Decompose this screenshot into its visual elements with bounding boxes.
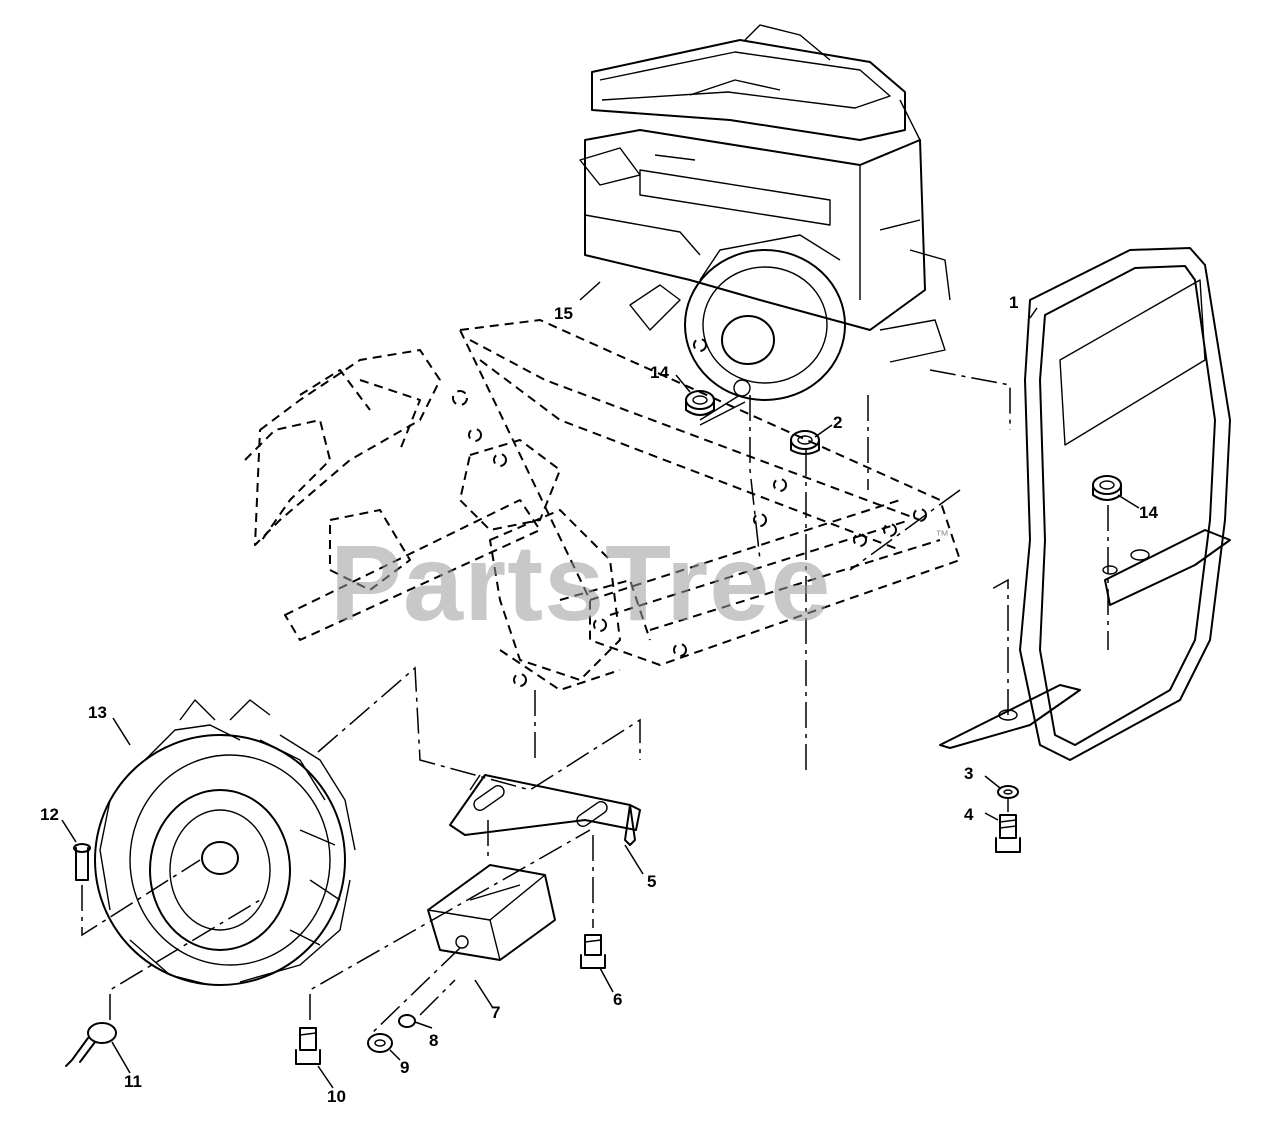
callout-part-10: 10 xyxy=(327,1087,346,1106)
callout-part-6: 6 xyxy=(613,990,622,1009)
callout-part-1: 1 xyxy=(1009,293,1018,312)
engine-drawing xyxy=(579,24,951,426)
callout-part-13: 13 xyxy=(88,703,107,722)
leader-lines xyxy=(61,281,1140,1089)
callout-part-5: 5 xyxy=(647,872,656,891)
flange-nut-drawing xyxy=(685,390,1122,501)
callout-labels: 1 2 3 4 5 6 7 8 9 10 11 12 13 14 14 15 xyxy=(40,293,1158,1106)
callout-part-9: 9 xyxy=(400,1058,409,1077)
callout-part-15: 15 xyxy=(554,304,573,323)
watermark-text: PartsTree xyxy=(330,522,831,643)
watermark-trademark: ™ xyxy=(935,527,949,543)
wheel-tire-drawing xyxy=(94,699,356,986)
hardware-drawing xyxy=(65,785,1021,1067)
front-bumper-drawing xyxy=(939,247,1231,761)
callout-part-7: 7 xyxy=(491,1003,500,1022)
watermark: PartsTree ™ xyxy=(330,522,949,643)
callout-part-12: 12 xyxy=(40,805,59,824)
wheel-weight-drawing xyxy=(427,864,556,961)
callout-part-11: 11 xyxy=(124,1072,142,1091)
callout-part-14b: 14 xyxy=(1139,503,1158,522)
callout-part-2: 2 xyxy=(833,413,842,432)
callout-part-8: 8 xyxy=(429,1031,438,1050)
callout-part-14a: 14 xyxy=(650,363,669,382)
alignment-lines xyxy=(81,369,1109,1036)
callout-part-4: 4 xyxy=(964,805,974,824)
weight-bracket-drawing xyxy=(449,774,641,846)
callout-part-3: 3 xyxy=(964,764,973,783)
